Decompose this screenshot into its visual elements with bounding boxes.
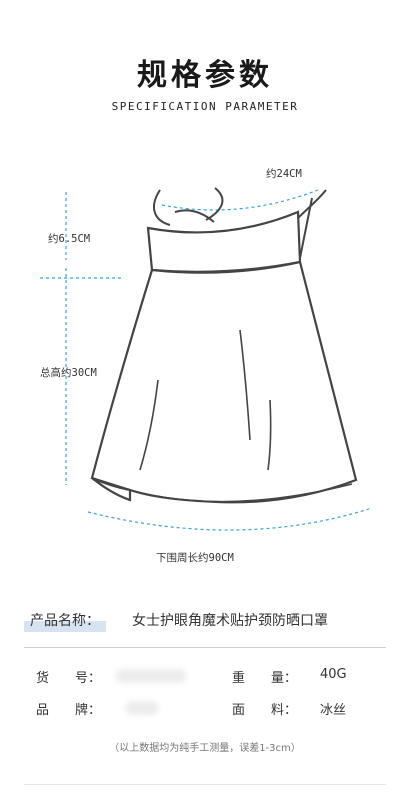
skirt-hem-line bbox=[129, 483, 353, 503]
divider bbox=[24, 647, 386, 648]
item-number-value-redacted bbox=[116, 669, 186, 683]
mask-outline-illustration bbox=[40, 187, 373, 531]
product-name-label: 产品名称： bbox=[24, 608, 106, 632]
product-diagram: 约24CM 约6.5CM 总高约30CM 下围周长约90CM bbox=[0, 150, 410, 570]
brand-label: 品 牌： bbox=[36, 703, 102, 718]
page-subtitle: SPECIFICATION PARAMETER bbox=[111, 100, 299, 113]
right-loop bbox=[299, 197, 313, 259]
left-inner-strap bbox=[205, 187, 224, 221]
product-name-value: 女士护眼角魔术贴护颈防晒口罩 bbox=[132, 613, 328, 629]
material-value: 冰丝 bbox=[320, 703, 347, 718]
brand-value-redacted bbox=[126, 701, 158, 715]
left-strap bbox=[153, 189, 171, 226]
band-height-label: 约6.5CM bbox=[48, 233, 91, 245]
weight-label: 重 量： bbox=[232, 671, 298, 686]
top-width-label: 约24CM bbox=[266, 168, 302, 180]
top-band bbox=[146, 210, 302, 273]
skirt-fold-1 bbox=[239, 329, 251, 441]
material-label: 面 料： bbox=[232, 703, 298, 718]
top-width-guide bbox=[161, 189, 319, 211]
skirt-fold-3 bbox=[267, 399, 272, 471]
page-title: 规格参数 bbox=[137, 58, 273, 93]
bottom-circumference-label: 下围周长约90CM bbox=[156, 552, 234, 564]
measurement-footnote: （以上数据均为纯手工测量，误差1-3cm） bbox=[109, 743, 301, 754]
skirt-body bbox=[90, 260, 358, 504]
left-loop-top bbox=[174, 209, 215, 223]
weight-value: 40G bbox=[320, 667, 347, 682]
item-number-label: 货 号： bbox=[36, 671, 102, 686]
bottom-divider bbox=[24, 784, 386, 785]
product-name-row: 产品名称： 女士护眼角魔术贴护颈防晒口罩 bbox=[24, 608, 394, 634]
skirt-hem-left bbox=[91, 476, 132, 502]
right-strap bbox=[297, 189, 327, 219]
skirt-fold-2 bbox=[139, 379, 159, 471]
bottom-circumference-guide bbox=[87, 507, 373, 531]
total-height-label: 总高约30CM bbox=[40, 367, 97, 379]
